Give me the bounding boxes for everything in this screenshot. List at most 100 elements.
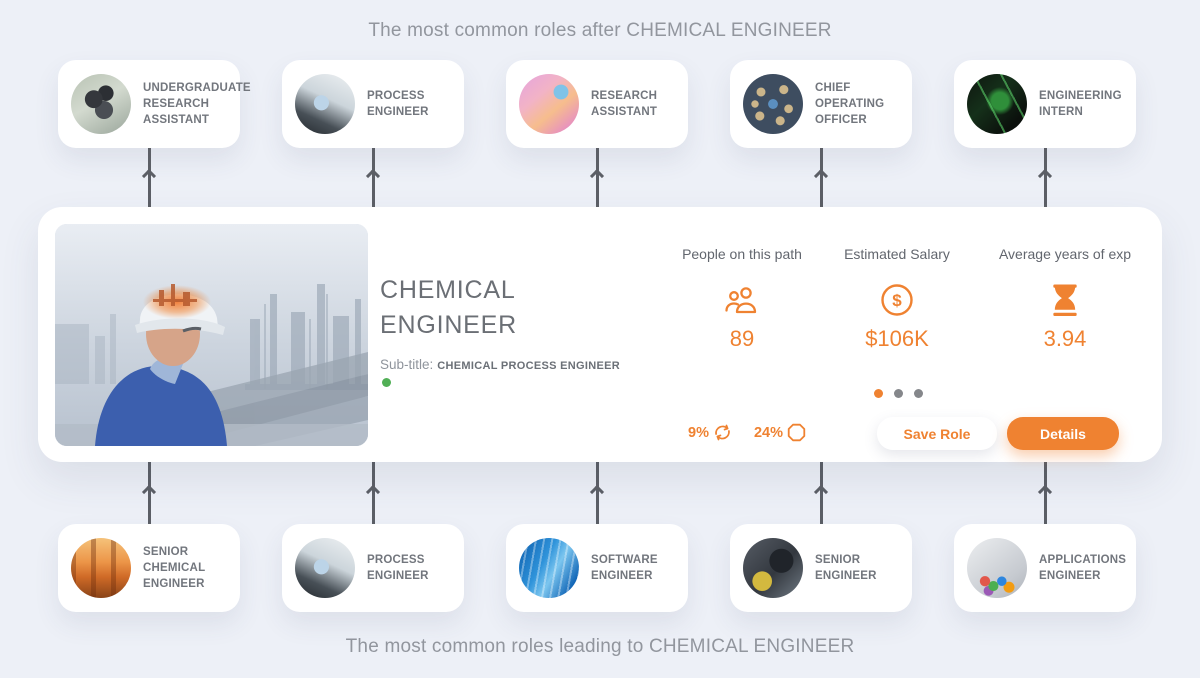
role-label: APPLICATIONS ENGINEER	[1039, 553, 1127, 582]
role-label: UNDERGRADUATE RESEARCH ASSISTANT	[143, 81, 251, 127]
stat-salary-value: $106K	[865, 326, 929, 351]
stat-salary-label: Estimated Salary	[844, 246, 950, 262]
hourglass-icon	[980, 282, 1150, 318]
role-photo-image	[743, 74, 803, 134]
flow-arrow	[589, 148, 605, 207]
arrow-up-icon	[1037, 169, 1053, 184]
octagon-icon	[787, 423, 806, 442]
arrow-up-icon	[365, 169, 381, 184]
role-label: SENIOR CHEMICAL ENGINEER	[143, 545, 206, 591]
details-button[interactable]: Details	[1007, 417, 1119, 450]
metric-octagon-value: 24%	[753, 424, 783, 441]
arrow-lane	[58, 148, 240, 207]
arrow-lane	[506, 462, 688, 524]
metric-sync-value: 9%	[688, 424, 709, 441]
stat-experience-label: Average years of exp	[998, 246, 1132, 262]
flow-arrow	[589, 462, 605, 524]
arrows-after	[58, 148, 1136, 207]
role-card[interactable]: SENIOR CHEMICAL ENGINEER	[58, 524, 240, 612]
flow-arrow	[1037, 462, 1053, 524]
arrow-lane	[730, 462, 912, 524]
arrow-up-icon	[1037, 484, 1053, 499]
flow-arrow	[141, 462, 157, 524]
role-card[interactable]: APPLICATIONS ENGINEER	[954, 524, 1136, 612]
flow-arrow	[141, 148, 157, 207]
stat-experience: Average years of exp 3.94	[980, 246, 1150, 352]
flow-arrow	[365, 462, 381, 524]
arrows-leading	[58, 462, 1136, 524]
flow-arrow	[813, 462, 829, 524]
subtitle-value: CHEMICAL PROCESS ENGINEER	[437, 360, 620, 372]
arrow-lane	[282, 148, 464, 207]
role-label: PROCESS ENGINEER	[367, 553, 429, 582]
carousel-dot[interactable]	[874, 389, 883, 398]
role-label: SOFTWARE ENGINEER	[591, 553, 658, 582]
roles-after-caption: The most common roles after CHEMICAL ENG…	[368, 20, 832, 41]
engineer-photo-illustration	[55, 224, 368, 446]
role-card[interactable]: UNDERGRADUATE RESEARCH ASSISTANT	[58, 60, 251, 148]
hero-photo	[55, 224, 368, 446]
focus-role-card: CHEMICAL ENGINEER Sub-title:CHEMICAL PRO…	[38, 207, 1162, 462]
role-photo-image	[967, 538, 1027, 598]
metric-octagon: 24%	[754, 423, 806, 442]
flow-arrow	[365, 148, 381, 207]
role-label: ENGINEERING INTERN	[1039, 89, 1122, 118]
metrics-row: 9% 24%	[688, 423, 806, 442]
role-photo-image	[295, 74, 355, 134]
roles-after-row: UNDERGRADUATE RESEARCH ASSISTANT PROCESS…	[58, 60, 1136, 148]
carousel-dot[interactable]	[914, 389, 923, 398]
arrow-up-icon	[589, 169, 605, 184]
role-photo-image	[519, 74, 579, 134]
role-photo-image	[71, 74, 131, 134]
role-photo-image	[967, 74, 1027, 134]
status-green-dot	[382, 378, 391, 387]
arrow-lane	[58, 462, 240, 524]
arrow-up-icon	[589, 484, 605, 499]
people-icon	[657, 282, 827, 318]
role-label: SENIOR ENGINEER	[815, 553, 877, 582]
role-label: PROCESS ENGINEER	[367, 89, 429, 118]
arrow-up-icon	[365, 484, 381, 499]
subtitle-label: Sub-title:	[380, 357, 434, 372]
stat-people-label: People on this path	[682, 246, 802, 262]
carousel-dot[interactable]	[894, 389, 903, 398]
role-card[interactable]: PROCESS ENGINEER	[282, 524, 464, 612]
metric-sync: 9%	[688, 424, 732, 441]
focus-role-subtitle: Sub-title:CHEMICAL PROCESS ENGINEER	[380, 356, 620, 374]
stat-people-value: 89	[729, 326, 755, 351]
focus-role-title-line2: ENGINEER	[380, 311, 517, 339]
carousel-dots	[874, 389, 923, 398]
role-card[interactable]: RESEARCH ASSISTANT	[506, 60, 688, 148]
arrow-lane	[954, 148, 1136, 207]
arrow-lane	[954, 462, 1136, 524]
arrow-up-icon	[141, 169, 157, 184]
focus-role-title: CHEMICAL ENGINEER	[380, 273, 517, 343]
role-card[interactable]: PROCESS ENGINEER	[282, 60, 464, 148]
roles-leading-row: SENIOR CHEMICAL ENGINEER PROCESS ENGINEE…	[58, 524, 1136, 612]
flow-arrow	[813, 148, 829, 207]
arrow-up-icon	[813, 169, 829, 184]
role-photo-image	[519, 538, 579, 598]
stat-people: People on this path 89	[657, 246, 827, 352]
arrow-up-icon	[813, 484, 829, 499]
arrow-lane	[282, 462, 464, 524]
role-card[interactable]: SENIOR ENGINEER	[730, 524, 912, 612]
sync-icon	[713, 424, 732, 441]
role-card[interactable]: ENGINEERING INTERN	[954, 60, 1136, 148]
role-label: RESEARCH ASSISTANT	[591, 89, 658, 118]
save-role-button[interactable]: Save Role	[877, 417, 997, 450]
role-card[interactable]: SOFTWARE ENGINEER	[506, 524, 688, 612]
svg-text:$: $	[892, 291, 902, 310]
dollar-circle-icon: $	[812, 282, 982, 318]
role-photo-image	[743, 538, 803, 598]
stat-experience-value: 3.94	[1043, 326, 1087, 351]
role-card[interactable]: CHIEF OPERATING OFFICER	[730, 60, 912, 148]
role-photo-image	[71, 538, 131, 598]
arrow-lane	[730, 148, 912, 207]
role-label: CHIEF OPERATING OFFICER	[815, 81, 885, 127]
role-photo-image	[295, 538, 355, 598]
arrow-up-icon	[141, 484, 157, 499]
roles-leading-caption: The most common roles leading to CHEMICA…	[345, 636, 855, 657]
focus-role-title-line1: CHEMICAL	[380, 276, 516, 304]
